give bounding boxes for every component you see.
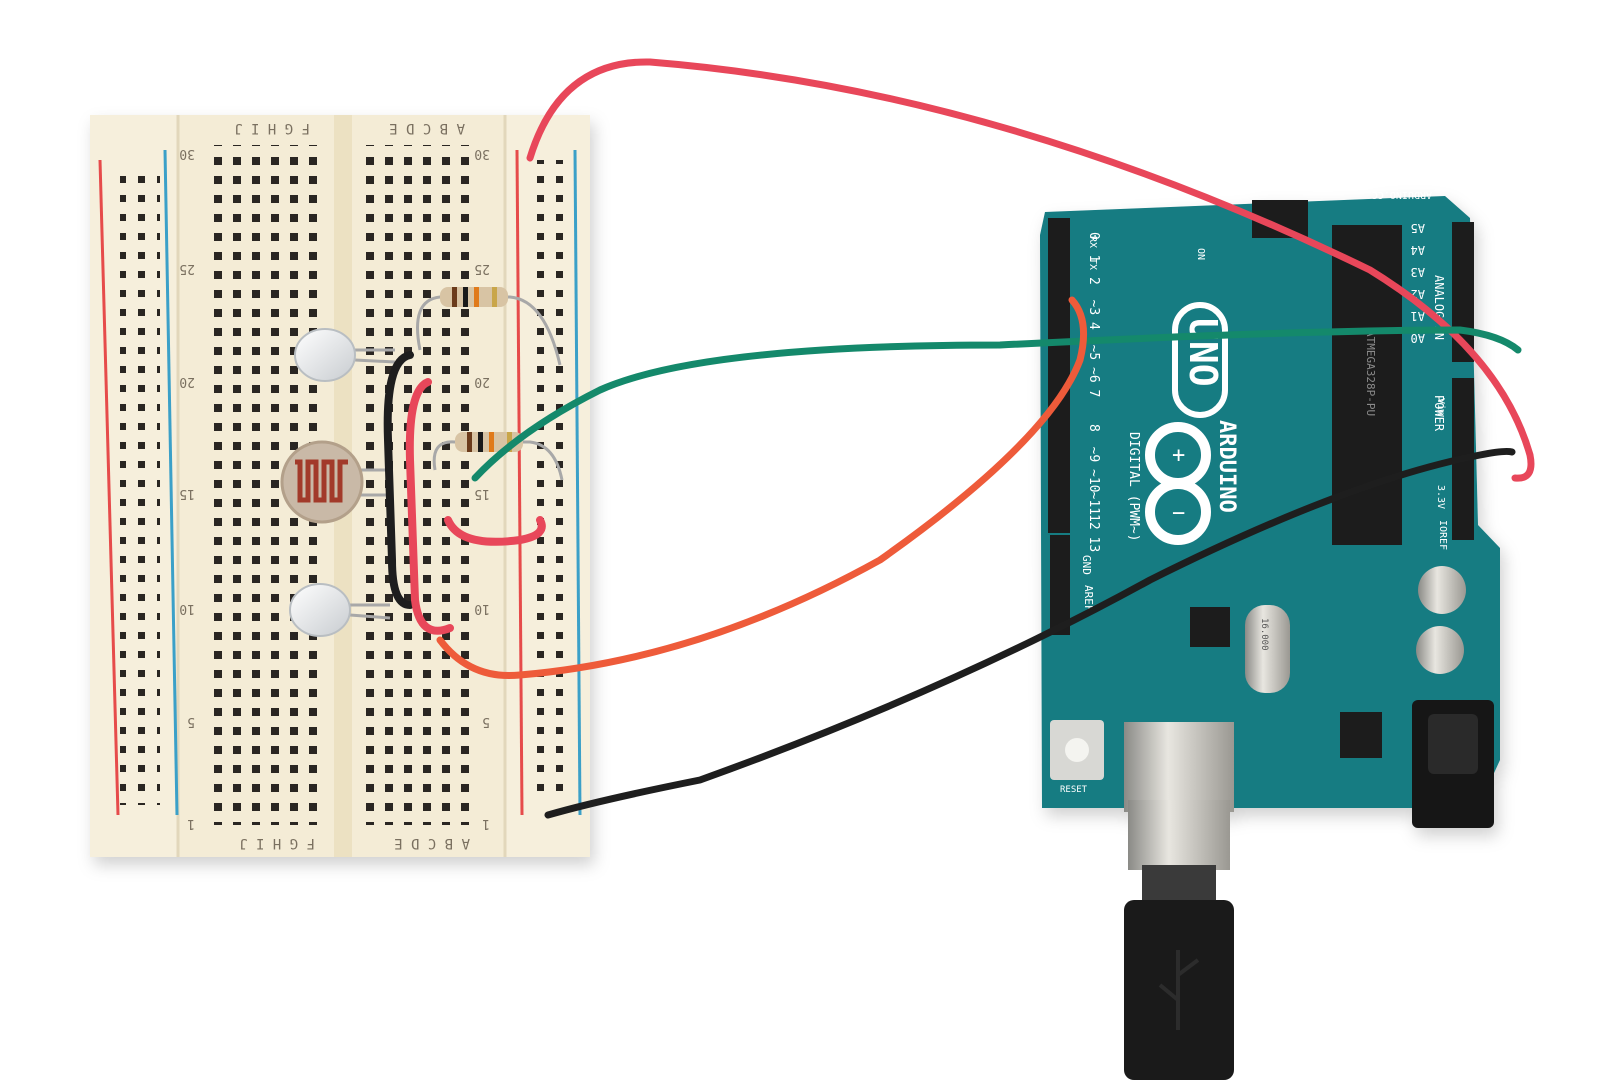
digital-pin-label: 13 [1086,537,1101,553]
rail-blue-stripe [573,149,582,816]
row-number-right: 15 [474,486,490,501]
arduino-infinity-logo: + − [1145,422,1211,545]
column-letters-top-right: A B C D E [389,120,465,136]
crystal-label: 16.000 [1259,618,1269,651]
led-bottom [289,583,391,637]
capacitor [1418,566,1466,614]
row-number-left: 5 [187,714,195,729]
led-top [294,328,396,382]
digital-pin-label: 4 [1086,322,1101,330]
column-letters-top-left: F G H I J [234,120,310,136]
usb-interface-chip [1190,607,1230,647]
row-number-left: 15 [179,486,195,501]
analog-pin-label: A4 [1411,243,1425,257]
3v3-label: 3.3V [1435,485,1446,509]
wire-orange-pin9 [436,296,1088,680]
digital-pin-label: ~11 [1086,492,1101,515]
rail-red-stripe [515,149,524,816]
digital-pin-label: 2 [1086,277,1101,285]
row-numbers: 30 30 25 25 20 20 15 15 10 10 5 5 1 1 [179,146,490,831]
digital-header[interactable] [1048,218,1070,533]
row-number-right: 20 [474,374,490,389]
svg-text:−: − [1172,501,1185,526]
row-number-right: 30 [474,146,490,161]
tx-label: TX [1087,258,1098,270]
digital-pin-label: ~5 [1086,345,1101,361]
row-number-right: 25 [474,261,490,276]
website-label: ARDUINO.CC [1372,189,1432,200]
digital-label: DIGITAL (PWM~) [1126,432,1141,542]
vin-label: Vin [1435,398,1446,416]
row-number-right: 1 [482,816,490,831]
digital-pin-label: 12 [1086,514,1101,530]
hole-grid-abcde[interactable] [360,145,472,825]
chip-label: ATMEGA328P-PU [1364,330,1377,416]
crystal-oscillator [1245,605,1290,693]
row-number-right: 10 [474,601,490,616]
photoresistor [280,440,390,524]
brand-label: ARDUINO [1214,420,1239,513]
usb-symbol-icon [1158,950,1200,1030]
resistor-top [416,287,562,366]
digital-pin-label: ~10 [1086,469,1101,492]
row-number-left: 10 [179,601,195,616]
on-label: ON [1195,248,1206,260]
row-number-left: 1 [187,816,195,831]
row-number-left: 25 [179,261,195,276]
usb-b-port[interactable] [1124,722,1234,812]
analog-pin-label: A3 [1411,265,1425,279]
digital-pin-label: 0 [1086,232,1101,240]
digital-pin-label: ~6 [1086,367,1101,383]
wire-red-jumper [405,378,454,635]
analog-pin-label: A5 [1411,221,1425,235]
rail-red-stripe [98,159,120,816]
uno-badge [1172,302,1228,418]
aref-label: AREF [1082,585,1095,612]
column-letters-bottom-left: F G H I J [239,835,315,851]
arduino-uno-board: ATMEGA328P-PU + − UNO ARDUINO DIGITAL (P… [1040,189,1500,828]
row-number-left: 30 [179,146,195,161]
wire-green-a0 [471,326,1522,482]
wire-black-gnd [544,447,1516,819]
model-label: UNO [1181,318,1225,387]
rx-label: RX [1087,236,1098,248]
gnd-label: GND [1080,555,1093,575]
analog-pin-label: A1 [1411,309,1425,323]
usb-plug-metal [1128,800,1230,870]
reset-label: RESET [1060,785,1088,795]
digital-pin-label: ~9 [1086,447,1101,463]
digital-pin-label: 1 [1086,255,1101,263]
reset-button-cap[interactable] [1065,738,1089,762]
voltage-regulator [1340,712,1382,758]
svg-text:+: + [1172,443,1185,468]
column-letters-bottom-right: A B C D E [394,835,470,851]
wires [383,58,1535,819]
wire-black-jumper [383,351,414,609]
wire-red-5v [526,58,1535,482]
usb-cable[interactable] [1124,800,1234,1080]
digital-pin-label: ~3 [1086,300,1101,316]
analog-pin-label: A0 [1411,331,1425,345]
rail-holes-left[interactable] [120,165,160,805]
power-label: POWER [1432,395,1446,432]
digital-pin-label: 7 [1086,390,1101,398]
rail-blue-stripe [163,149,179,816]
row-number-left: 20 [179,374,195,389]
wire-red-loop [444,516,546,546]
digital-header-lower[interactable] [1050,535,1070,635]
digital-pin-label: 8 [1086,424,1101,432]
ioref-label: IOREF [1437,520,1448,550]
capacitor [1416,626,1464,674]
row-number-right: 5 [482,714,490,729]
